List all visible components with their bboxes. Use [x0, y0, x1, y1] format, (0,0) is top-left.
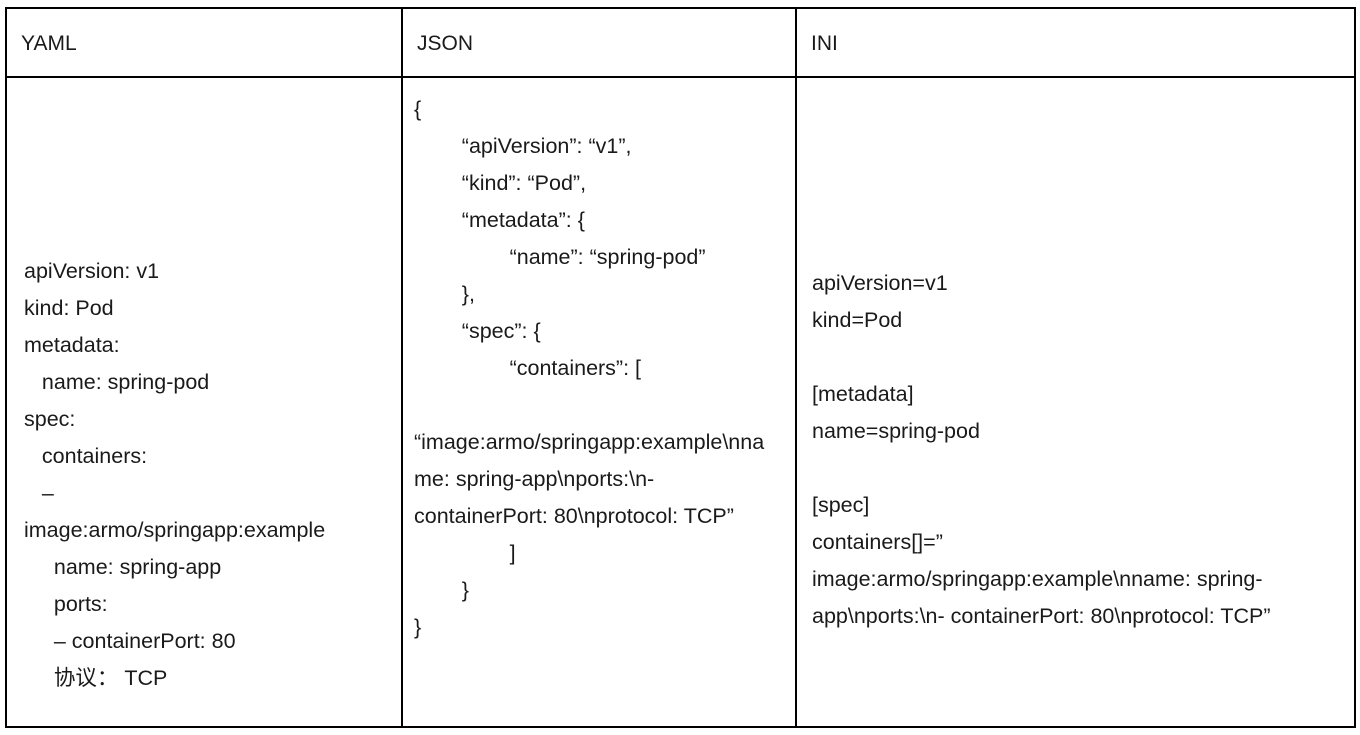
cell-ini-snippet: apiVersion=v1 kind=Pod [metadata] name=spr…	[795, 76, 1356, 728]
code-line: }	[414, 578, 469, 602]
yaml-code-block: apiVersion: v1 kind: Pod metadata: name: s…	[7, 78, 401, 697]
column-header-json: JSON	[401, 7, 797, 78]
code-line: metadata:	[24, 333, 120, 357]
code-line: name: spring-pod	[24, 370, 210, 394]
code-line: image:armo/springapp:example	[24, 518, 326, 542]
json-code-block: { “apiVersion”: “v1”, “kind”: “Pod”, “me…	[403, 78, 795, 646]
code-line: ports:	[24, 592, 108, 616]
code-line: “containers”: [	[414, 356, 642, 380]
code-line: containers:	[24, 444, 148, 468]
json-cell-body: { “apiVersion”: “v1”, “kind”: “Pod”, “me…	[403, 78, 795, 726]
code-line: [spec]	[812, 493, 870, 517]
code-line: image:armo/springapp:example\nname: spri…	[812, 567, 1271, 628]
format-comparison-table: YAML JSON INI apiVersion: v1 kind: Pod met…	[5, 7, 1356, 728]
column-header-yaml-label: YAML	[21, 32, 77, 55]
comparison-table-container: YAML JSON INI apiVersion: v1 kind: Pod met…	[5, 7, 1356, 728]
code-line: kind=Pod	[812, 308, 903, 332]
column-header-yaml: YAML	[5, 7, 403, 78]
code-line: },	[414, 282, 475, 306]
code-line: name: spring-app	[24, 555, 222, 579]
column-header-ini-label: INI	[811, 32, 838, 55]
code-line	[414, 387, 773, 424]
code-line: 协议： TCP	[24, 666, 168, 690]
code-line: –	[24, 481, 54, 505]
table-header-row: YAML JSON INI	[5, 7, 1356, 78]
code-line: “kind”: “Pod”,	[414, 171, 587, 195]
code-line: “spec”: {	[414, 319, 541, 343]
code-line: “metadata”: {	[414, 208, 585, 232]
code-line: spec:	[24, 407, 76, 431]
code-line: name=spring-pod	[812, 419, 980, 443]
cell-yaml-snippet: apiVersion: v1 kind: Pod metadata: name: s…	[5, 76, 403, 728]
cell-json-snippet: { “apiVersion”: “v1”, “kind”: “Pod”, “me…	[401, 76, 797, 728]
code-line: kind: Pod	[24, 296, 114, 320]
code-line: – containerPort: 80	[24, 629, 236, 653]
code-line: [metadata]	[812, 382, 914, 406]
code-line: apiVersion=v1	[812, 271, 948, 295]
code-line: containers[]=”	[812, 530, 943, 554]
ini-code-block: apiVersion=v1 kind=Pod [metadata] name=spr…	[797, 78, 1354, 635]
table-row: apiVersion: v1 kind: Pod metadata: name: s…	[5, 76, 1356, 728]
ini-cell-body: apiVersion=v1 kind=Pod [metadata] name=spr…	[797, 78, 1354, 726]
code-line	[812, 450, 1340, 487]
code-line: {	[414, 97, 422, 121]
column-header-ini: INI	[795, 7, 1356, 78]
table-body: apiVersion: v1 kind: Pod metadata: name: s…	[5, 76, 1356, 728]
code-line: }	[414, 615, 422, 639]
code-line: ]	[414, 541, 516, 565]
column-header-json-label: JSON	[417, 32, 474, 55]
code-line	[812, 339, 1340, 376]
code-line: “name”: “spring-pod”	[414, 245, 706, 269]
code-line: apiVersion: v1	[24, 259, 160, 283]
code-line: “image:armo/springapp:example\nname: spr…	[414, 430, 765, 528]
code-line: “apiVersion”: “v1”,	[414, 134, 632, 158]
yaml-cell-body: apiVersion: v1 kind: Pod metadata: name: s…	[7, 78, 401, 726]
